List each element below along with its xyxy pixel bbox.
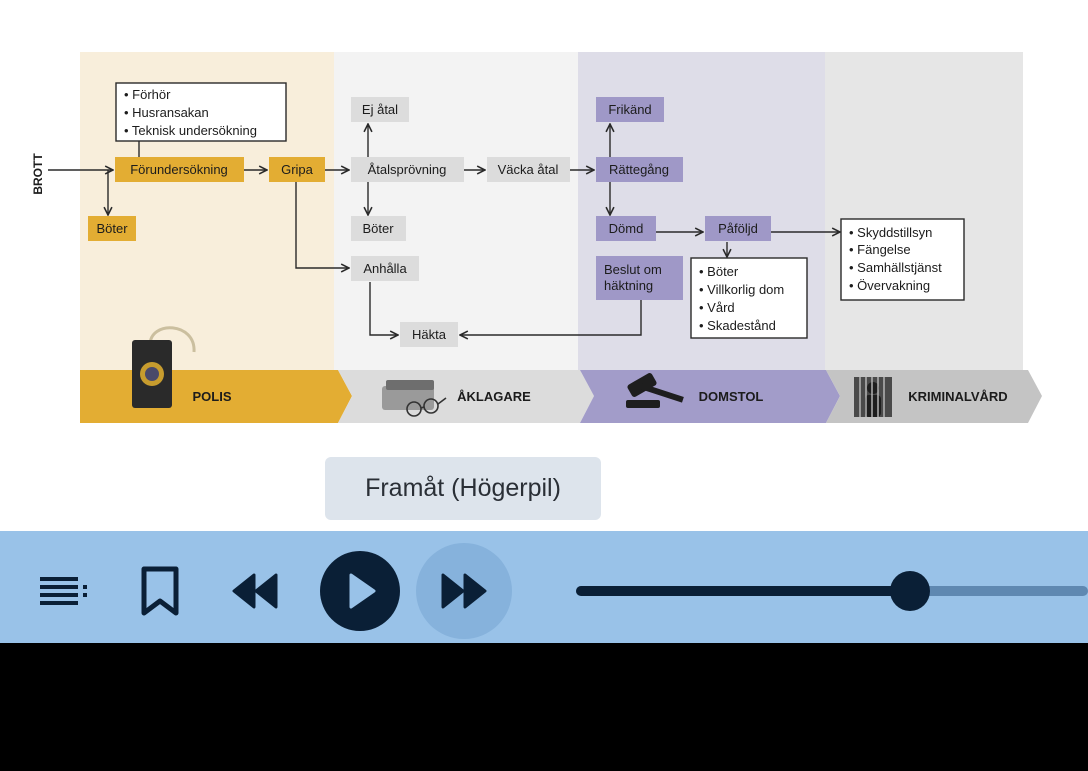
kriminalvard-item-overvakning: • Övervakning <box>849 278 930 293</box>
kriminalvard-item-skyddstillsyn: • Skyddstillsyn <box>849 225 932 240</box>
stage-label-domstol: DOMSTOL <box>699 389 764 404</box>
prison-bars-icon <box>854 377 892 417</box>
arrow-beslut-hakta <box>460 300 642 335</box>
boter-aklagare-label: Böter <box>362 221 394 236</box>
pafoljd-box <box>705 216 771 241</box>
ej-atal-box <box>351 97 409 122</box>
beslut-haktning-label-line2: häktning <box>604 278 653 293</box>
pafoljd-item-villkorlig-dom: • Villkorlig dom <box>699 282 784 297</box>
start-label-brott: BROTT <box>31 153 45 195</box>
rewind-button[interactable] <box>226 566 284 616</box>
forundersokning-label: Förundersökning <box>130 162 228 177</box>
seek-bar-progress <box>576 586 911 596</box>
empty-black-area <box>0 643 1088 771</box>
beslut-haktning-label-line1: Beslut om <box>604 262 662 277</box>
fast-forward-icon <box>441 573 487 609</box>
teknisk-undersokning-item: • Teknisk undersökning <box>124 123 257 138</box>
frikand-box <box>596 97 664 122</box>
forundersokning-box <box>115 157 244 182</box>
book-glasses-icon <box>382 380 447 417</box>
domd-label: Dömd <box>609 221 644 236</box>
pafoljd-item-skadestand: • Skadestånd <box>699 318 776 333</box>
anhalla-label: Anhålla <box>363 261 407 276</box>
bookmark-icon <box>141 566 179 616</box>
forhor-item: • Förhör <box>124 87 171 102</box>
arrow-anhalla-hakta <box>369 282 398 335</box>
play-icon <box>349 573 376 609</box>
pafoljd-item-boter: • Böter <box>699 264 739 279</box>
kriminalvard-zone <box>825 52 1023 372</box>
rattegang-label: Rättegång <box>609 162 669 177</box>
hakta-box <box>400 322 458 347</box>
bookmark-button[interactable] <box>132 562 188 620</box>
atalsprovning-box <box>351 157 464 182</box>
fast-forward-button[interactable] <box>416 543 512 639</box>
frikand-label: Frikänd <box>608 102 651 117</box>
justice-process-diagram: POLIS ÅKLAGARE DOMSTOL KRIMINALVÅRD BROT… <box>31 52 1042 423</box>
domd-box <box>596 216 656 241</box>
hakta-label: Häkta <box>412 327 447 342</box>
forhor-list-box <box>115 82 287 142</box>
kriminalvard-list-box <box>840 218 965 301</box>
forward-tooltip: Framåt (Högerpil) <box>325 457 601 520</box>
beslut-haktning-box <box>596 256 683 300</box>
stage-label-kriminalvard: KRIMINALVÅRD <box>908 389 1007 404</box>
ej-atal-label: Ej åtal <box>362 102 398 117</box>
gripa-label: Gripa <box>281 162 314 177</box>
atalsprovning-label: Åtalsprövning <box>368 162 447 177</box>
boter-polis-label: Böter <box>96 221 128 236</box>
pafoljd-item-vard: • Vård <box>699 300 735 315</box>
rewind-icon <box>232 573 278 609</box>
gavel-icon <box>626 373 684 408</box>
kriminalvard-item-samhallstjanst: • Samhällstjänst <box>849 260 942 275</box>
stage-label-polis: POLIS <box>192 389 231 404</box>
vacka-atal-box <box>487 157 570 182</box>
boter-aklagare-box <box>351 216 406 241</box>
play-button[interactable] <box>320 551 400 631</box>
kriminalvard-item-fangelse: • Fängelse <box>849 242 911 257</box>
arrow-gripa-anhalla <box>295 182 349 268</box>
boter-polis-box <box>88 216 136 241</box>
playlist-button[interactable] <box>34 566 94 616</box>
pafoljd-list-box <box>690 257 808 339</box>
stage-label-aklagare: ÅKLAGARE <box>457 389 531 404</box>
rattegang-box <box>596 157 683 182</box>
police-badge-icon <box>132 326 196 408</box>
list-icon <box>40 577 87 605</box>
anhalla-box <box>351 256 419 281</box>
pafoljd-label: Påföljd <box>718 221 758 236</box>
vacka-atal-label: Väcka åtal <box>498 162 559 177</box>
husransakan-item: • Husransakan <box>124 105 209 120</box>
gripa-box <box>269 157 325 182</box>
forward-tooltip-text: Framåt (Högerpil) <box>365 474 561 502</box>
seek-bar-handle[interactable] <box>890 571 931 611</box>
